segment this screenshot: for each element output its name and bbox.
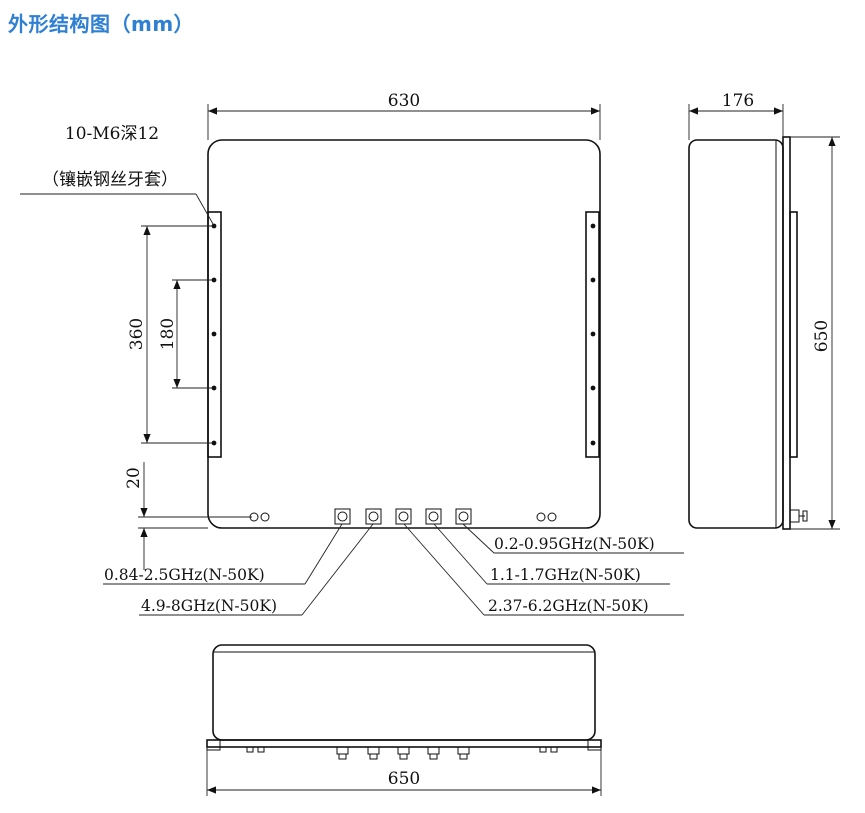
side-flange bbox=[782, 136, 791, 530]
side-connector bbox=[789, 509, 800, 523]
dim-bracket-span: 360 bbox=[127, 225, 212, 444]
label-connector-1: 0.2-0.95GHz(N-50K) bbox=[494, 535, 655, 553]
bottom-lugs bbox=[246, 746, 558, 753]
dim-side-height: 650 bbox=[790, 136, 840, 530]
front-view bbox=[207, 139, 601, 529]
dim-side-depth: 176 bbox=[688, 91, 784, 140]
dim-side-height-label: 650 bbox=[812, 320, 832, 352]
vent-holes bbox=[249, 512, 557, 522]
dim-hole-pitch-label: 180 bbox=[158, 318, 178, 350]
dim-bottom-width-label: 650 bbox=[388, 769, 420, 789]
bottom-body bbox=[212, 644, 596, 741]
label-connector-3: 2.37-6.2GHz(N-50K) bbox=[488, 597, 649, 615]
dim-front-width-label: 630 bbox=[388, 91, 420, 111]
side-bracket bbox=[789, 211, 798, 458]
side-view bbox=[688, 136, 808, 530]
front-connectors bbox=[334, 508, 472, 525]
bottom-connectors bbox=[336, 746, 470, 760]
dim-bottom-width: 650 bbox=[206, 750, 602, 796]
mount-note: 10-M6深12 （镶嵌钢丝牙套） bbox=[20, 124, 214, 225]
bottom-flange bbox=[206, 739, 602, 748]
page-title: 外形结构图（mm） bbox=[8, 12, 195, 36]
bottom-view bbox=[206, 644, 602, 760]
mount-note-line1: 10-M6深12 bbox=[65, 124, 159, 144]
side-body bbox=[688, 139, 784, 529]
front-body bbox=[207, 139, 601, 529]
mount-note-line2: （镶嵌钢丝牙套） bbox=[42, 169, 178, 190]
mounting-holes bbox=[211, 223, 596, 446]
label-connector-2: 1.1-1.7GHz(N-50K) bbox=[490, 566, 641, 584]
label-connector-5: 4.9-8GHz(N-50K) bbox=[141, 597, 277, 615]
dim-front-width: 630 bbox=[207, 91, 601, 140]
dim-bottom-offset: 20 bbox=[124, 462, 252, 570]
dim-side-depth-label: 176 bbox=[722, 91, 754, 111]
dim-hole-pitch: 180 bbox=[158, 279, 212, 389]
right-bracket bbox=[585, 211, 600, 458]
left-bracket bbox=[207, 211, 222, 458]
connector-callouts: 0.2-0.95GHz(N-50K) 1.1-1.7GHz(N-50K) 2.3… bbox=[103, 523, 684, 616]
dim-bottom-offset-label: 20 bbox=[124, 467, 144, 489]
label-connector-4: 0.84-2.5GHz(N-50K) bbox=[104, 566, 265, 584]
dim-bracket-span-label: 360 bbox=[127, 318, 147, 350]
